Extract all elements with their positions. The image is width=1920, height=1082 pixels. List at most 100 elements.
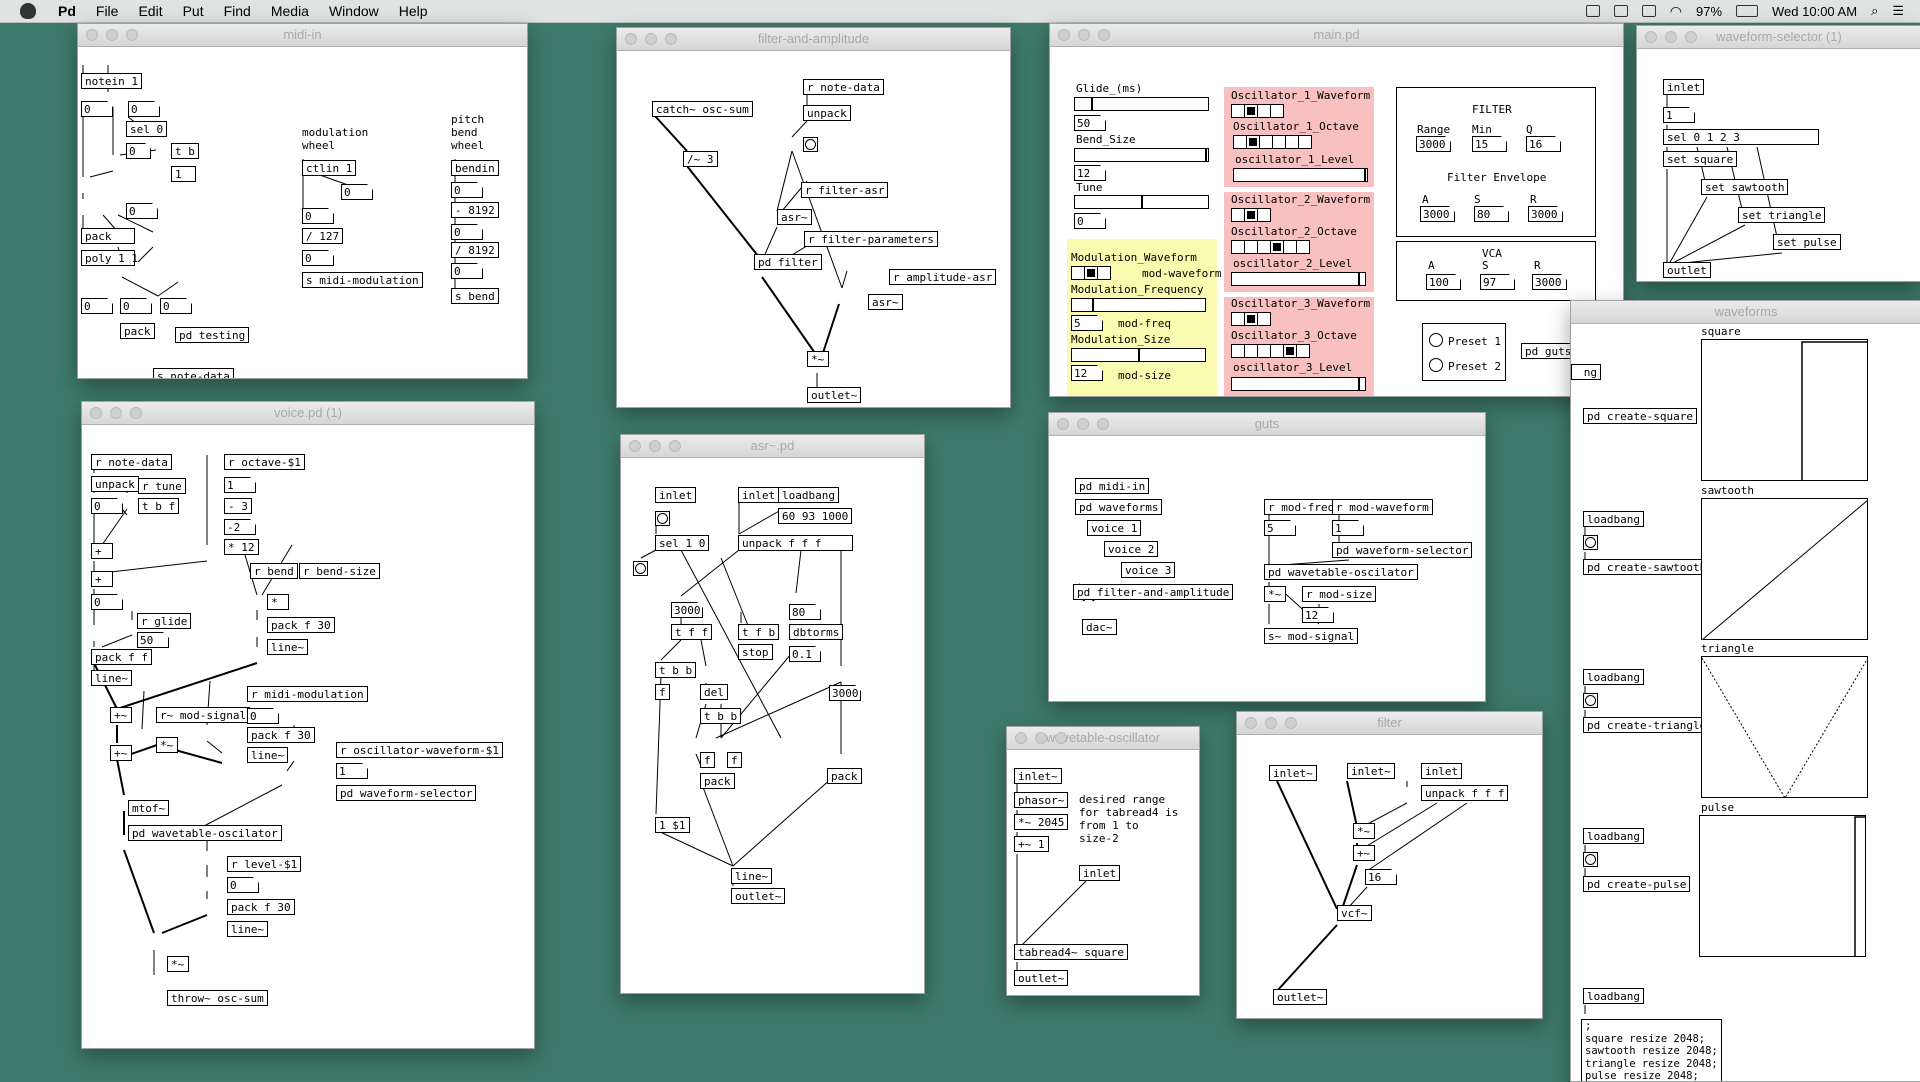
num-q[interactable]: 16 [1365, 869, 1397, 885]
window-controls[interactable] [1015, 732, 1067, 744]
window-controls[interactable] [629, 440, 681, 452]
patch-canvas[interactable]: Glide_(ms) 50 Bend_Size 12 Tune 0 Modula… [1050, 47, 1623, 396]
obj-inlet2[interactable]: inlet [1079, 865, 1121, 881]
num-velocity[interactable]: 0 [160, 298, 192, 314]
num-ctl[interactable]: 0 [341, 184, 373, 200]
obj-create-sawtooth[interactable]: pd create-sawtooth [1583, 559, 1711, 575]
window-guts[interactable]: guts pd midi-in pd waveforms voice 1 voi… [1048, 412, 1486, 702]
num-mod-size[interactable]: 12 [1071, 365, 1103, 381]
obj-vcf[interactable]: vcf~ [1337, 905, 1372, 921]
radio-osc3-oct[interactable] [1231, 344, 1310, 358]
obj-r-mod-freq[interactable]: r mod-freq [1264, 499, 1339, 515]
bang[interactable] [803, 137, 818, 152]
obj-sel[interactable]: sel 1 0 [655, 535, 710, 551]
obj-notein[interactable]: notein 1 [81, 73, 142, 89]
num-level[interactable]: 0.1 [789, 646, 821, 662]
obj-loadbang-4[interactable]: loadbang [1583, 988, 1644, 1004]
obj-sel[interactable]: sel 0 [126, 121, 168, 137]
num-q[interactable]: 16 [1526, 136, 1561, 152]
obj-plus2[interactable]: + [91, 571, 113, 587]
title-bar[interactable]: wavetable-oscillator [1007, 727, 1199, 750]
obj-line[interactable]: line~ [267, 639, 309, 655]
obj-inlet2[interactable]: inlet~ [1347, 763, 1395, 779]
window-controls[interactable] [1057, 418, 1109, 430]
obj-inlet[interactable]: inlet [1663, 79, 1705, 95]
num-velo[interactable]: 0 [126, 203, 158, 219]
bang-in[interactable] [655, 511, 670, 526]
slider-osc2-level[interactable] [1231, 272, 1366, 286]
obj-asr[interactable]: asr~ [777, 209, 812, 225]
obj-loadbang-1[interactable]: loadbang [1583, 511, 1644, 527]
num-oct2[interactable]: -2 [224, 519, 256, 535]
slider-tune[interactable] [1074, 195, 1209, 209]
menu-help[interactable]: Help [398, 3, 428, 19]
obj-bendin[interactable]: bendin [451, 160, 499, 176]
obj-r-mod-waveform[interactable]: r mod-waveform [1332, 499, 1433, 515]
obj-tb[interactable]: t b [171, 143, 199, 159]
num-fa[interactable]: 3000 [1420, 206, 1455, 222]
array-square[interactable] [1701, 339, 1868, 481]
obj-minus[interactable]: - 8192 [451, 202, 499, 218]
num-pitch[interactable]: 0 [120, 298, 152, 314]
num-range[interactable]: 3000 [1416, 136, 1451, 152]
obj-pd-waveforms[interactable]: pd waveforms [1075, 499, 1163, 515]
obj-r-tune[interactable]: r tune [138, 478, 186, 494]
obj-tbb2[interactable]: t b b [700, 708, 742, 724]
num-mod-freq[interactable]: 5 [1071, 315, 1103, 331]
menu-list-icon[interactable]: ☰ [1892, 3, 1904, 18]
patch-canvas[interactable]: inlet 1 sel 0 1 2 3 set square set sawto… [1637, 49, 1920, 281]
obj-loadbang-3[interactable]: loadbang [1583, 828, 1644, 844]
obj-mul[interactable]: *~ [1353, 823, 1375, 839]
time-machine-icon[interactable] [1641, 5, 1656, 17]
num-glide[interactable]: 50 [1074, 115, 1106, 131]
num-bend[interactable]: 0 [451, 182, 483, 198]
obj-tbb[interactable]: t b b [655, 662, 697, 678]
msg-defaults[interactable]: 60 93 1000 [778, 508, 853, 524]
num-pitch[interactable]: 0 [91, 594, 123, 610]
obj-del[interactable]: del [700, 684, 728, 700]
num-mod-size[interactable]: 12 [1302, 607, 1334, 623]
obj-inlet2[interactable]: inlet [738, 487, 780, 503]
obj-pack2[interactable]: pack [827, 768, 862, 784]
msg-set-square[interactable]: set square [1663, 151, 1738, 167]
obj-s-note-data[interactable]: s note-data [153, 368, 234, 378]
obj-line4[interactable]: line~ [227, 921, 269, 937]
num-mod-freq[interactable]: 5 [1264, 520, 1296, 536]
title-bar[interactable]: guts [1049, 413, 1485, 436]
num-sel[interactable]: 1 [1663, 107, 1695, 123]
num-glide[interactable]: 50 [137, 632, 169, 648]
obj-pd-guts[interactable]: pd guts [1521, 343, 1576, 359]
obj-mul[interactable]: * [267, 594, 289, 610]
obj-pd-wto[interactable]: pd wavetable-oscilator [1264, 564, 1418, 580]
obj-phasor[interactable]: phasor~ [1014, 792, 1069, 808]
num-note[interactable]: 0 [91, 498, 123, 514]
window-waveforms[interactable]: waveforms ng pd create-square loadbang p… [1570, 300, 1920, 1082]
clock[interactable]: Wed 10:00 AM [1772, 3, 1858, 19]
apple-icon[interactable] [20, 3, 36, 19]
num-bend2[interactable]: 0 [451, 224, 483, 240]
slider-osc3-level[interactable] [1231, 377, 1366, 391]
window-filter[interactable]: filter inlet~ inlet~ inlet unpack f f f … [1236, 711, 1543, 1019]
obj-pd-filter-amp[interactable]: pd filter-and-amplitude [1073, 584, 1234, 600]
obj-pack[interactable]: pack [700, 773, 735, 789]
obj-mul12[interactable]: * 12 [224, 539, 259, 555]
obj-sel[interactable]: sel 0 1 2 3 [1663, 129, 1819, 145]
obj-inlet1[interactable]: inlet~ [1269, 765, 1317, 781]
patch-canvas[interactable]: pd midi-in pd waveforms voice 1 voice 2 … [1049, 436, 1485, 701]
obj-f[interactable]: f [655, 684, 670, 700]
obj-create-pulse[interactable]: pd create-pulse [1583, 876, 1691, 892]
display-icon[interactable] [1613, 5, 1628, 17]
search-icon[interactable]: ⌕ [1871, 3, 1879, 18]
obj-asr2[interactable]: asr~ [868, 294, 903, 310]
obj-outlet[interactable]: outlet [1663, 262, 1711, 278]
obj-voice1[interactable]: voice 1 [1087, 520, 1142, 536]
slider-glide[interactable] [1074, 97, 1209, 111]
bang-sel[interactable] [633, 561, 648, 576]
radio-osc1-oct[interactable] [1233, 135, 1312, 149]
obj-throw[interactable]: throw~ osc-sum [167, 990, 268, 1006]
obj-r-mod-size[interactable]: r mod-size [1302, 586, 1377, 602]
obj-r-level[interactable]: r level-$1 [227, 856, 302, 872]
obj-create-triangle[interactable]: pd create-triangle [1583, 717, 1711, 733]
num-tune[interactable]: 0 [1074, 213, 1106, 229]
obj-mul2[interactable]: *~ [167, 956, 189, 972]
